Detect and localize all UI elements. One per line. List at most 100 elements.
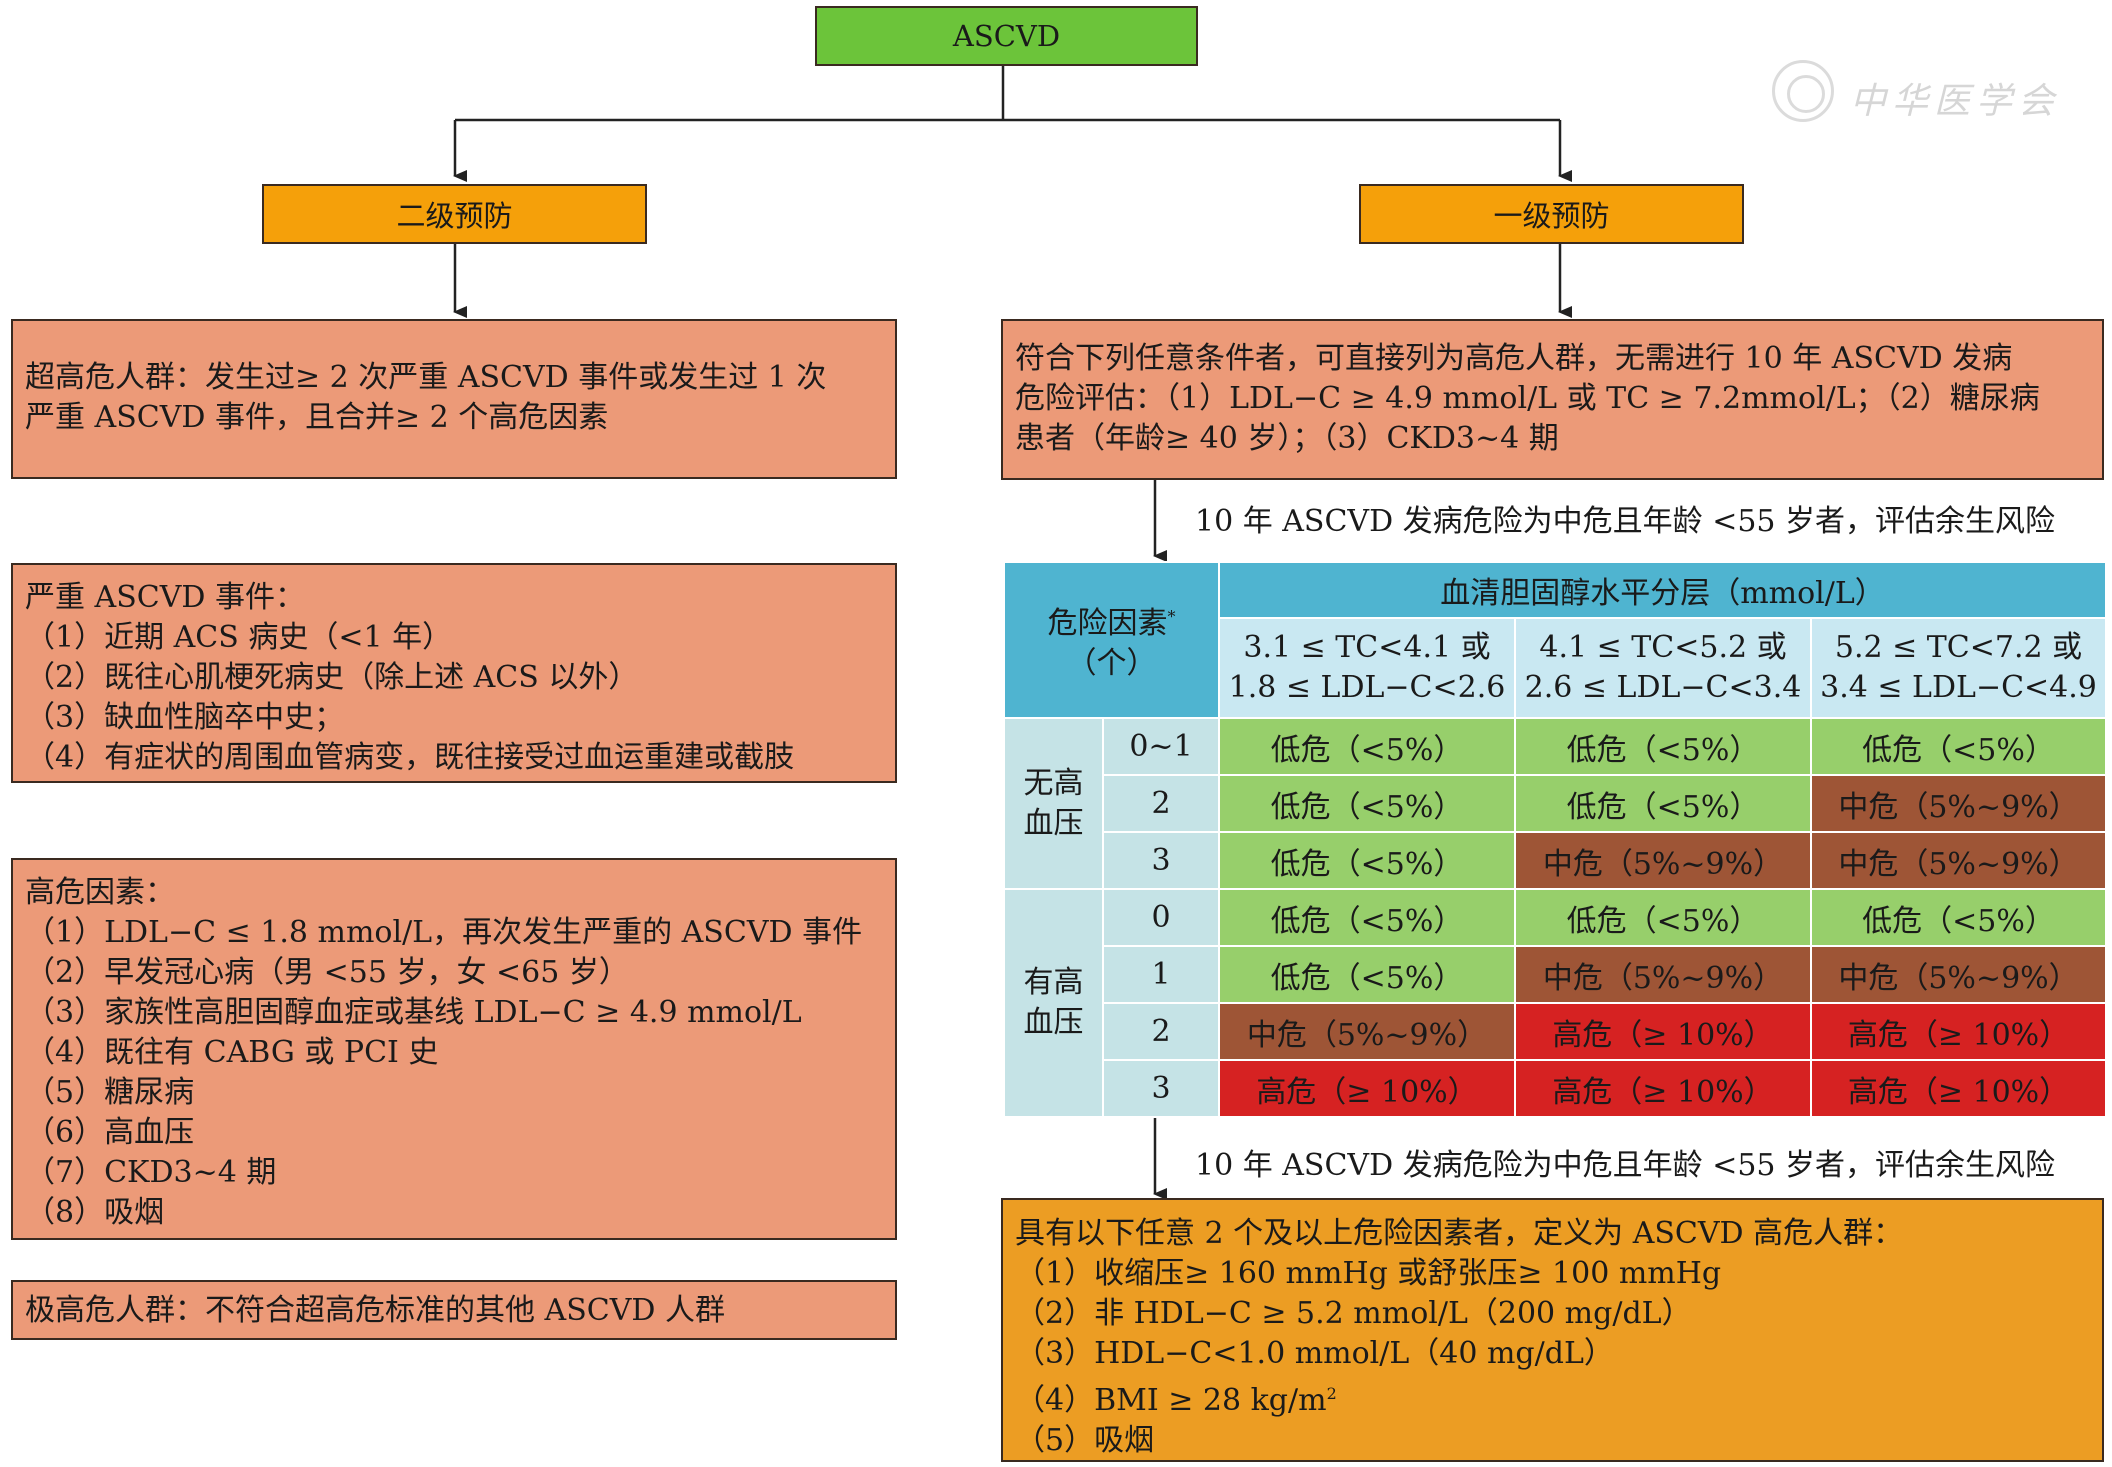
risk-level-cell: 低危（<5%） [1514,717,1812,776]
lifetime-risk-intro: 具有以下任意 2 个及以上危险因素者，定义为 ASCVD 高危人群： [1015,1216,1904,1251]
column-header-line: 5.2 ≤ TC<7.2 或 [1834,630,2083,665]
risk-level-cell: 中危（5%~9%） [1514,831,1812,890]
ascvd-root-box: ASCVD [815,6,1198,66]
extreme-risk-line: 严重 ASCVD 事件，且合并≥ 2 个高危因素 [25,400,609,435]
secondary-prevention-box: 二级预防 [262,184,647,244]
risk-level-cell: 中危（5%~9%） [1809,774,2108,833]
group-label-line: 血压 [1023,805,1084,841]
direct-high-risk-line: 患者（年龄≥ 40 岁）；（3）CKD3~4 期 [1015,421,1559,456]
column-header-line: 1.8 ≤ LDL−C<2.6 [1228,670,1506,705]
severe-events-line: （3）缺血性脑卒中史； [25,700,345,735]
ascvd-root-label: ASCVD [952,19,1061,53]
extreme-risk-box: 超高危人群：发生过≥ 2 次严重 ASCVD 事件或发生过 1 次 严重 ASC… [11,319,897,479]
column-header-line: 4.1 ≤ TC<5.2 或 [1539,630,1787,665]
lifetime-risk-item: （3）HDL−C<1.0 mmol/L（40 mg/dL） [1015,1336,1614,1371]
high-risk-factors-box: 高危因素： （1）LDL−C ≤ 1.8 mmol/L，再次发生严重的 ASCV… [11,858,897,1240]
risk-level-cell: 中危（5%~9%） [1809,945,2108,1004]
risk-factor-header-unit: （个） [1066,645,1157,681]
secondary-prevention-label: 二级预防 [396,199,513,233]
lifetime-risk-item: （4）BMI ≥ 28 kg/m [1015,1383,1327,1418]
risk-level-cell: 低危（<5%） [1809,888,2108,947]
cholesterol-column-header: 4.1 ≤ TC<5.2 或 2.6 ≤ LDL−C<3.4 [1514,617,1812,719]
direct-high-risk-line: 符合下列任意条件者，可直接列为高危人群，无需进行 10 年 ASCVD 发病 [1015,341,2013,376]
risk-factor-count: 0~1 [1102,717,1220,776]
risk-factor-count: 2 [1102,1002,1220,1061]
risk-level-cell: 高危（≥ 10%） [1809,1059,2108,1118]
severe-events-line: （1）近期 ACS 病史（<1 年） [25,620,453,655]
risk-level-cell: 低危（<5%） [1514,888,1812,947]
column-header-line: 3.1 ≤ TC<4.1 或 [1243,630,1491,665]
extreme-risk-line: 超高危人群：发生过≥ 2 次严重 ASCVD 事件或发生过 1 次 [25,360,827,395]
lifetime-risk-item: （2）非 HDL−C ≥ 5.2 mmol/L（200 mg/dL） [1015,1296,1692,1331]
severe-events-line: （4）有症状的周围血管病变，既往接受过血运重建或截肢 [25,740,795,775]
high-risk-factor-line: （3）家族性高胆固醇血症或基线 LDL−C ≥ 4.9 mmol/L [25,995,802,1030]
direct-high-risk-box: 符合下列任意条件者，可直接列为高危人群，无需进行 10 年 ASCVD 发病 危… [1001,319,2104,480]
risk-level-cell: 低危（<5%） [1514,774,1812,833]
column-header-line: 2.6 ≤ LDL−C<3.4 [1524,670,1802,705]
lifetime-risk-box: 具有以下任意 2 个及以上危险因素者，定义为 ASCVD 高危人群： （1）收缩… [1001,1198,2104,1462]
primary-prevention-box: 一级预防 [1359,184,1744,244]
watermark-logo: 中华医学会 [1772,58,2072,128]
high-risk-factor-line: （7）CKD3~4 期 [25,1155,277,1190]
high-risk-factor-line: （4）既往有 CABG 或 PCI 史 [25,1035,439,1070]
risk-level-cell: 高危（≥ 10%） [1809,1002,2108,1061]
lifetime-risk-note: 10 年 ASCVD 发病危险为中危且年龄 <55 岁者，评估余生风险 [1195,1148,2056,1183]
seal-icon [1772,60,1834,122]
very-high-risk-text: 极高危人群：不符合超高危标准的其他 ASCVD 人群 [25,1293,725,1328]
cholesterol-column-header: 5.2 ≤ TC<7.2 或 3.4 ≤ LDL−C<4.9 [1809,617,2108,719]
group-label-line: 有高 [1023,965,1084,1000]
risk-factor-header-title: 危险因素 [1047,605,1168,641]
high-risk-factor-line: 高危因素： [25,875,175,910]
cholesterol-column-header: 3.1 ≤ TC<4.1 或 1.8 ≤ LDL−C<2.6 [1218,617,1516,719]
lifetime-risk-note: 10 年 ASCVD 发病危险为中危且年龄 <55 岁者，评估余生风险 [1195,504,2056,539]
watermark-text: 中华医学会 [1850,81,2061,122]
risk-level-cell: 高危（≥ 10%） [1514,1059,1812,1118]
risk-factor-count: 2 [1102,774,1220,833]
hypertension-group-label: 有高血压 [1003,888,1104,1118]
risk-factor-count: 0 [1102,888,1220,947]
risk-level-cell: 低危（<5%） [1809,717,2108,776]
high-risk-factor-line: （1）LDL−C ≤ 1.8 mmol/L，再次发生严重的 ASCVD 事件 [25,915,863,950]
lifetime-risk-item: （5）吸烟 [1015,1423,1155,1458]
direct-high-risk-line: 危险评估：（1）LDL−C ≥ 4.9 mmol/L 或 TC ≥ 7.2mmo… [1015,381,2040,416]
high-risk-factor-line: （6）高血压 [25,1115,195,1150]
risk-level-cell: 低危（<5%） [1218,717,1516,776]
footnote-mark: * [1167,606,1176,626]
cholesterol-header: 血清胆固醇水平分层（mmol/L） [1217,561,2108,619]
risk-level-cell: 中危（5%~9%） [1809,831,2108,890]
risk-stratification-table: 危险因素* （个） 血清胆固醇水平分层（mmol/L） 3.1 ≤ TC<4.1… [1003,561,2108,1118]
risk-factor-count: 3 [1102,831,1220,890]
high-risk-factor-line: （8）吸烟 [25,1195,165,1230]
risk-level-cell: 低危（<5%） [1218,774,1516,833]
risk-level-cell: 低危（<5%） [1218,945,1516,1004]
bmi-superscript: 2 [1326,1384,1337,1403]
column-header-line: 3.4 ≤ LDL−C<4.9 [1820,670,2097,705]
severe-events-line: （2）既往心肌梗死病史（除上述 ACS 以外） [25,660,639,695]
risk-level-cell: 高危（≥ 10%） [1218,1059,1516,1118]
very-high-risk-box: 极高危人群：不符合超高危标准的其他 ASCVD 人群 [11,1280,897,1340]
group-label-line: 血压 [1023,1005,1084,1040]
risk-factor-count: 3 [1102,1059,1220,1118]
risk-level-cell: 中危（5%~9%） [1218,1002,1516,1061]
high-risk-factor-line: （2）早发冠心病（男 <55 岁，女 <65 岁） [25,955,629,990]
primary-prevention-label: 一级预防 [1493,199,1610,233]
risk-level-cell: 中危（5%~9%） [1514,945,1812,1004]
severe-events-box: 严重 ASCVD 事件： （1）近期 ACS 病史（<1 年） （2）既往心肌梗… [11,563,897,783]
risk-factor-header: 危险因素* （个） [1003,561,1220,719]
group-label-line: 无高 [1023,765,1084,801]
risk-level-cell: 高危（≥ 10%） [1514,1002,1812,1061]
risk-level-cell: 低危（<5%） [1218,888,1516,947]
lifetime-risk-item: （1）收缩压≥ 160 mmHg 或舒张压≥ 100 mmHg [1015,1256,1722,1291]
high-risk-factor-line: （5）糖尿病 [25,1075,195,1110]
risk-factor-count: 1 [1102,945,1220,1004]
hypertension-group-label: 无高血压 [1003,717,1104,890]
